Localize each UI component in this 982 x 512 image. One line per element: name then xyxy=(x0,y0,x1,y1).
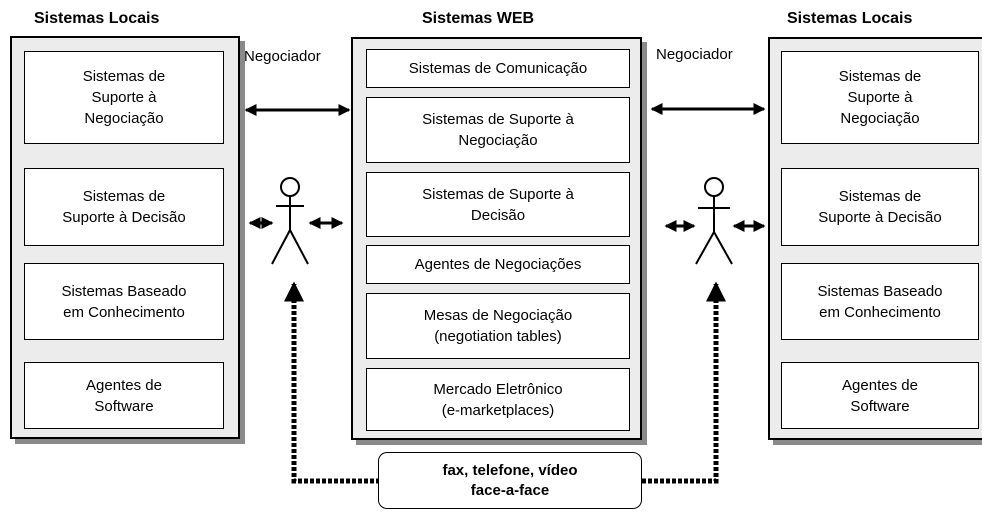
right-knowledge-systems-box: Sistemas Baseado em Conhecimento xyxy=(781,263,979,340)
center-negotiation-tables-box: Mesas de Negociação (negotiation tables) xyxy=(366,293,630,359)
right-software-agents-box: Agentes de Software xyxy=(781,362,979,429)
center-title: Sistemas WEB xyxy=(422,10,535,27)
left-software-agents-box: Agentes de Software xyxy=(24,362,224,429)
left-knowledge-systems-box: Sistemas Baseado em Conhecimento xyxy=(24,263,224,340)
left-title: Sistemas Locais xyxy=(34,10,160,27)
left-decision-support-box: Sistemas de Suporte à Decisão xyxy=(24,168,224,246)
center-communication-box: Sistemas de Comunicação xyxy=(366,49,630,88)
right-title: Sistemas Locais xyxy=(787,10,913,27)
left-negotiator-label: Negociador xyxy=(244,48,321,65)
left-negotiator-figure-icon xyxy=(271,177,309,265)
center-decision-support-box: Sistemas de Suporte à Decisão xyxy=(366,172,630,237)
right-offline-channel-path xyxy=(642,281,726,484)
center-negotiation-agents-box: Agentes de Negociações xyxy=(366,245,630,284)
offline-channel-box: fax, telefone, vídeo face-a-face xyxy=(378,452,642,509)
right-decision-support-box: Sistemas de Suporte à Decisão xyxy=(781,168,979,246)
center-e-marketplaces-box: Mercado Eletrônico (e-marketplaces) xyxy=(366,368,630,431)
right-negotiation-support-box: Sistemas de Suporte à Negociação xyxy=(781,51,979,144)
left-offline-channel-path xyxy=(284,281,380,484)
right-negotiator-figure-icon xyxy=(695,177,733,265)
center-negotiation-support-box: Sistemas de Suporte à Negociação xyxy=(366,97,630,163)
right-negotiator-label: Negociador xyxy=(656,46,733,63)
left-negotiation-support-box: Sistemas de Suporte à Negociação xyxy=(24,51,224,144)
